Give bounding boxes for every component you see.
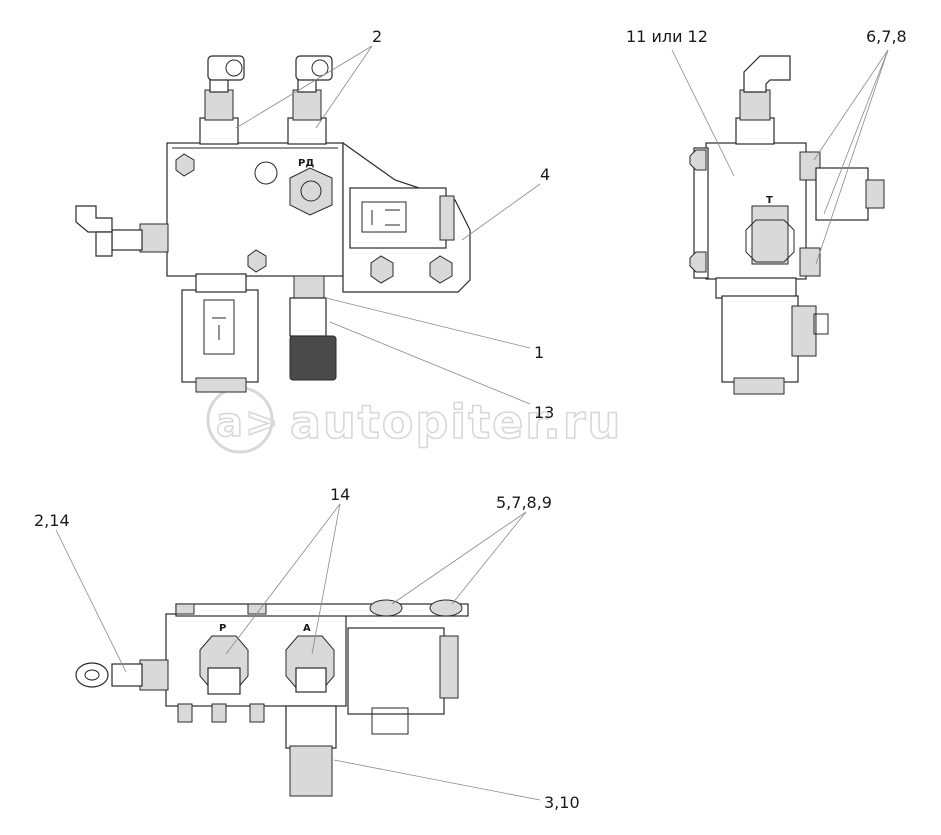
watermark: a> autopiter.ru [206, 386, 622, 454]
bolt-icon [247, 249, 267, 273]
fitting-bottom [289, 275, 337, 381]
solenoid-coil-bottom [181, 289, 259, 383]
plug-icon [254, 161, 278, 185]
port-label-rd: РД [298, 158, 314, 169]
callout-5-7-8-9: 5,7,8,9 [496, 493, 552, 512]
port-label-p: P [219, 623, 226, 634]
solenoid-coil-side [815, 167, 869, 221]
side-view: T [689, 55, 885, 395]
bolt-icon [689, 251, 707, 273]
bolt-icon [249, 703, 265, 723]
bolt-icon [689, 149, 707, 171]
solenoid-coil-top [347, 627, 445, 715]
fitting-top-right [287, 55, 333, 145]
callout-2: 2 [372, 27, 382, 46]
leader-lines [55, 45, 889, 801]
nut-icon [370, 255, 394, 284]
callout-2-14: 2,14 [34, 511, 70, 530]
callout-4: 4 [540, 165, 550, 184]
port-label-a: A [303, 623, 311, 634]
pressure-sensor [289, 745, 333, 797]
callout-3-10: 3,10 [544, 793, 580, 812]
screw-head-icon [429, 599, 463, 617]
bolt-icon [175, 153, 195, 177]
fitting-eye [75, 659, 169, 691]
port-label-t: T [766, 195, 773, 206]
port-t-fitting [751, 205, 789, 265]
bolt-icon [211, 703, 227, 723]
watermark-logo: a> [216, 400, 281, 446]
solenoid-coil-front [349, 187, 447, 249]
callout-14: 14 [330, 485, 350, 504]
callout-labels: 2 4 1 13 11 или 12 6,7,8 2,14 14 5,7,8,9… [34, 27, 907, 812]
watermark-text: autopiter.ru [290, 395, 622, 449]
elbow-fitting-side [743, 55, 791, 93]
nut-icon [429, 255, 453, 284]
solenoid-coil-side-bottom [721, 295, 799, 383]
callout-11-12: 11 или 12 [626, 27, 708, 46]
callout-6-7-8: 6,7,8 [866, 27, 907, 46]
pressure-relay-nut [289, 167, 333, 216]
top-view: P A [75, 599, 469, 797]
bolt-icon [175, 603, 195, 615]
bolt-icon [247, 603, 267, 615]
bolt-icon [177, 703, 193, 723]
front-view: РД [75, 55, 471, 393]
screw-head-icon [369, 599, 403, 617]
callout-13: 13 [534, 403, 554, 422]
callout-1: 1 [534, 343, 544, 362]
fitting-left [75, 205, 169, 257]
fitting-top-left [199, 55, 245, 145]
